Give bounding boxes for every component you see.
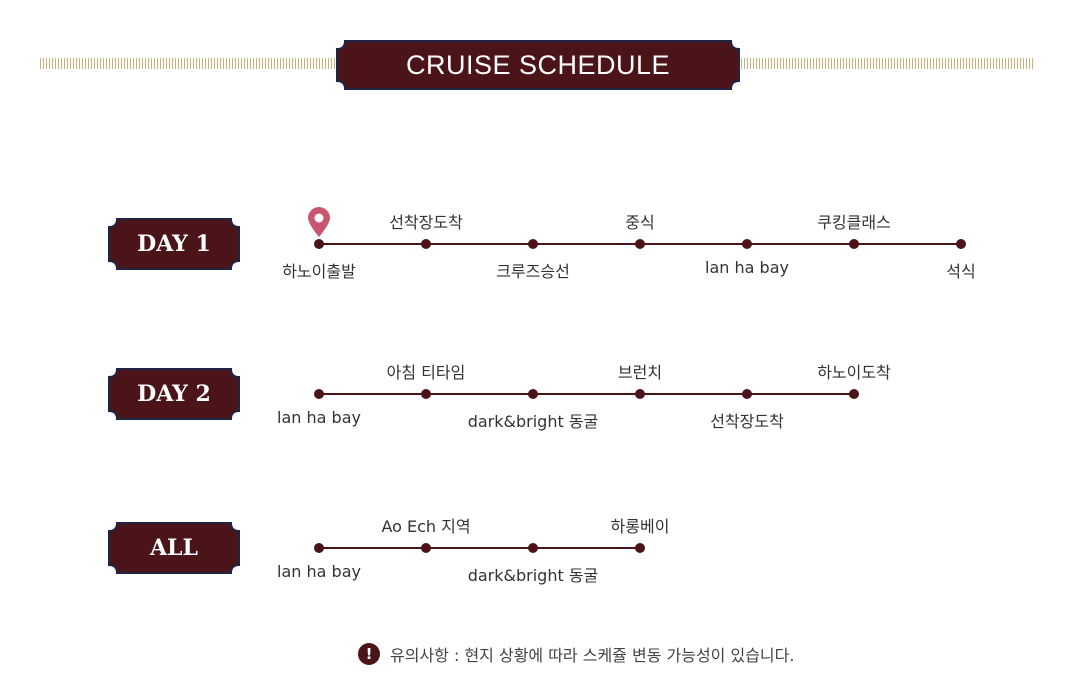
stop-label: 크루즈승선 bbox=[496, 262, 570, 281]
stop-label: Ao Ech 지역 bbox=[381, 517, 471, 536]
exclamation-icon: ! bbox=[358, 643, 380, 665]
stop-label: 선착장도착 bbox=[710, 412, 784, 431]
stop-label: 하롱베이 bbox=[610, 517, 670, 536]
notice-text: 유의사항 : 현지 상황에 따라 스케쥴 변동 가능성이 있습니다. bbox=[390, 646, 795, 665]
timeline-dot bbox=[528, 543, 538, 553]
timeline-dot bbox=[528, 389, 538, 399]
timeline-dot bbox=[421, 389, 431, 399]
timeline-dot bbox=[314, 239, 324, 249]
timeline-dot bbox=[635, 389, 645, 399]
stop-label: 아침 티타임 bbox=[386, 363, 466, 382]
stop-label: 석식 bbox=[946, 262, 976, 281]
stop-label: 선착장도착 bbox=[389, 213, 463, 232]
stop-label: dark&bright 동굴 bbox=[467, 412, 599, 431]
timeline-dot bbox=[742, 239, 752, 249]
timeline-dot bbox=[635, 543, 645, 553]
stop-label: 쿠킹클래스 bbox=[817, 213, 891, 232]
stop-label: lan ha bay bbox=[277, 562, 361, 581]
stop-label: dark&bright 동굴 bbox=[467, 566, 599, 585]
stop-label: 브런치 bbox=[617, 363, 663, 382]
title-decoration-left bbox=[40, 58, 338, 69]
day-badge: ALL bbox=[108, 522, 240, 574]
notice: ! 유의사항 : 현지 상황에 따라 스케쥴 변동 가능성이 있습니다. bbox=[358, 642, 794, 666]
timeline-dot bbox=[956, 239, 966, 249]
timeline-dot bbox=[421, 543, 431, 553]
day-label: DAY 2 bbox=[137, 381, 211, 407]
timeline-dot bbox=[742, 389, 752, 399]
timeline-dot bbox=[314, 543, 324, 553]
timeline-dot bbox=[528, 239, 538, 249]
timeline-line bbox=[319, 393, 854, 395]
stop-label: 하노이출발 bbox=[282, 262, 356, 281]
timeline-dot bbox=[314, 389, 324, 399]
timeline-line bbox=[319, 547, 640, 549]
day-badge: DAY 2 bbox=[108, 368, 240, 420]
day-label: DAY 1 bbox=[137, 231, 211, 257]
timeline-dot bbox=[635, 239, 645, 249]
title-decoration-right bbox=[738, 58, 1034, 69]
stop-label: lan ha bay bbox=[277, 408, 361, 427]
timeline-dot bbox=[421, 239, 431, 249]
page-title: CRUISE SCHEDULE bbox=[405, 50, 671, 80]
stop-label: 하노이도착 bbox=[817, 363, 891, 382]
timeline-dot bbox=[849, 389, 859, 399]
stop-label: lan ha bay bbox=[705, 258, 789, 277]
title-banner: CRUISE SCHEDULE bbox=[336, 40, 740, 90]
location-pin-icon bbox=[307, 206, 331, 238]
day-badge: DAY 1 bbox=[108, 218, 240, 270]
stop-label: 중식 bbox=[625, 213, 655, 232]
day-label: ALL bbox=[149, 535, 198, 561]
timeline-dot bbox=[849, 239, 859, 249]
